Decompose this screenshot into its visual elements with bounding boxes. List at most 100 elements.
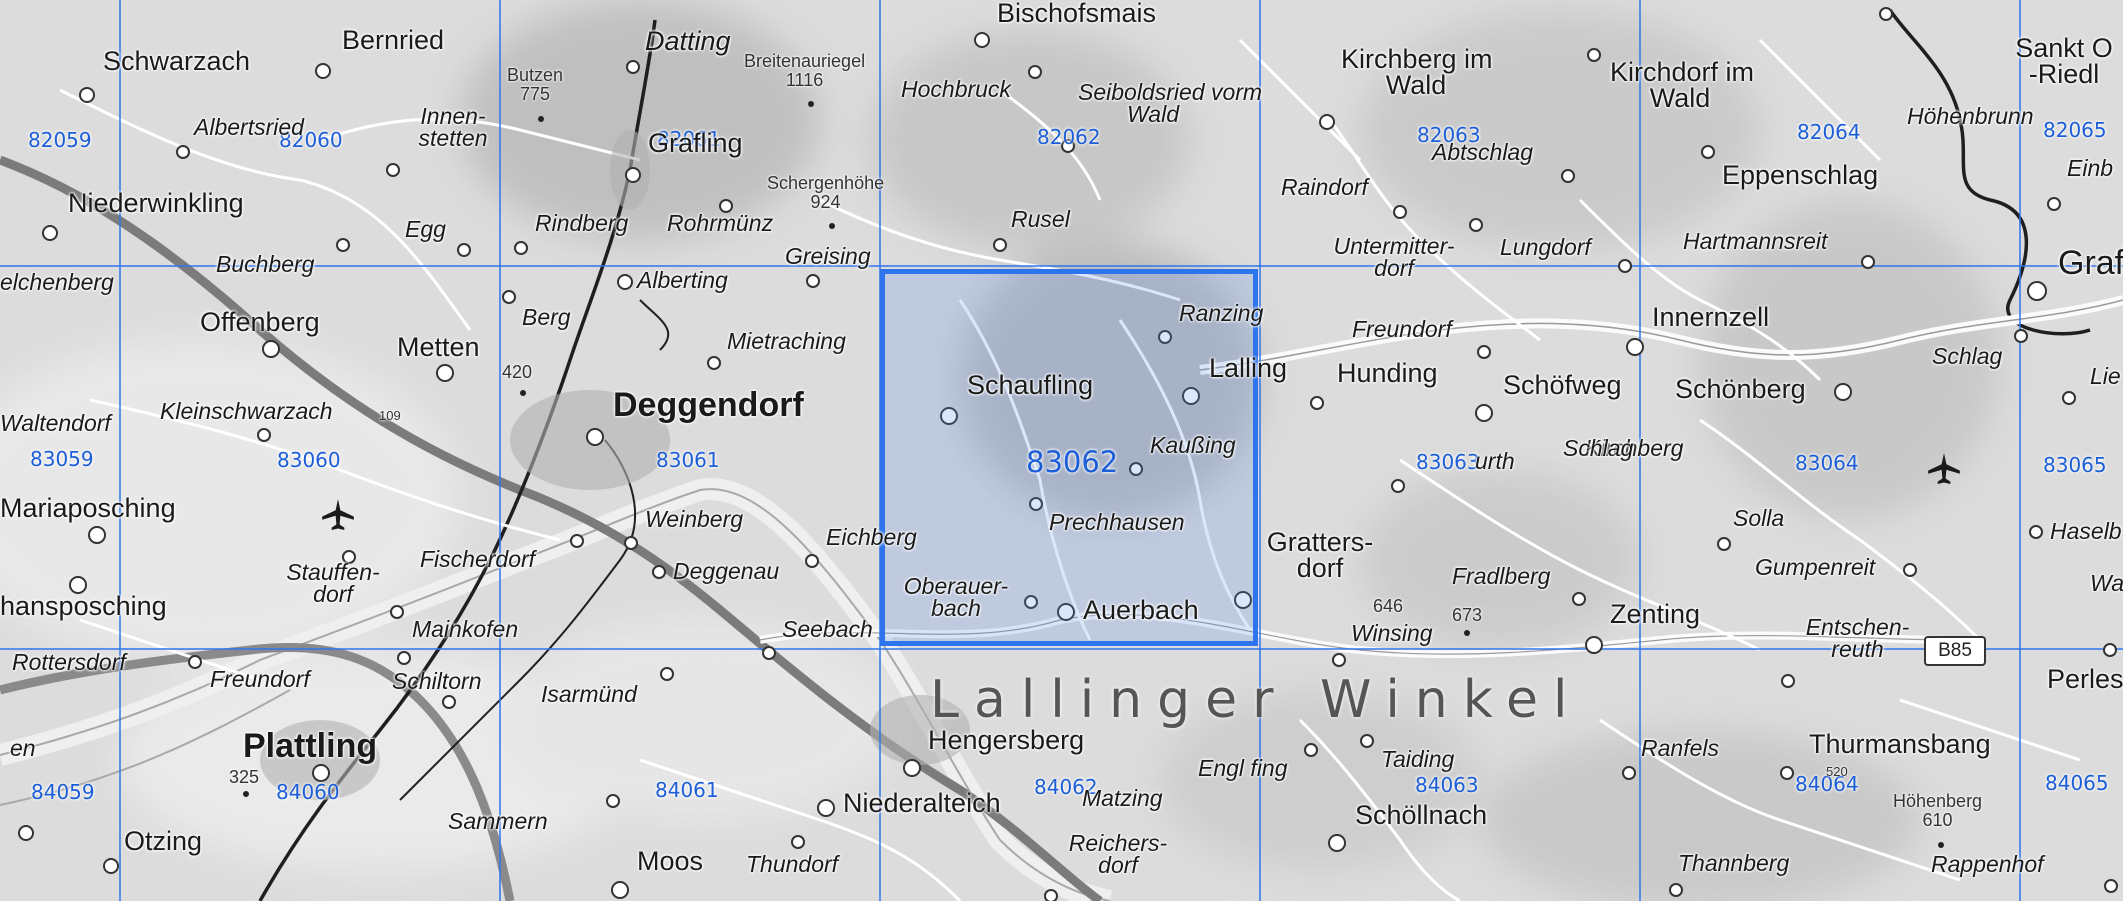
place-label: Freundorf [210,666,310,692]
grid-cell-label[interactable]: 83063 [1416,450,1480,474]
grid-cell-label[interactable]: 84063 [1415,773,1479,797]
place-label: en [10,735,36,761]
place-label: Ranzing [1179,300,1264,326]
place-label: Raindorf [1281,174,1368,200]
place-label: Lungdorf [1500,234,1591,260]
airfield-icon [1928,453,1960,485]
grid-cell-label[interactable]: 84064 [1795,772,1859,796]
place-label: Waltendorf [0,410,111,436]
grid-cell-label-selected[interactable]: 83062 [1026,445,1119,479]
place-label: hansposching [0,591,167,621]
region-label: Lallinger Winkel [930,670,1583,730]
grid-cell-label[interactable]: 82065 [2043,118,2107,142]
grid-cell-label[interactable]: 82060 [279,128,343,152]
place-label: Buchberg [216,251,315,277]
place-label: Innernzell [1652,302,1770,332]
grid-cell-label[interactable]: 82064 [1797,120,1861,144]
place-label: Kaußing [1150,432,1236,458]
place-label: Winsing [1351,620,1433,646]
place-label: Alberting [637,267,728,293]
place-label: Rohrmünz [667,210,774,236]
place-label: Gumpenreit [1755,554,1876,580]
grid-cell-label[interactable]: 83061 [656,448,720,472]
grid-cell-label[interactable]: 83059 [30,447,94,471]
place-label: Datting [645,26,731,56]
place-label: Graf [2058,244,2123,282]
grid-cell-label[interactable]: 83064 [1795,451,1859,475]
place-label: Freundorf [1352,316,1452,342]
peak-elevation: 420 [502,362,533,382]
place-label: Thurmansbang [1809,729,1991,759]
place-label: Weinberg [645,506,744,532]
grid-cell-label[interactable]: 83060 [277,448,341,472]
place-label: Seebach [782,616,873,642]
grid-cell-label[interactable]: 84062 [1034,775,1098,799]
peak-elevation: 646 [1373,596,1404,616]
place-label: Schaufling [967,370,1094,400]
place-label: Matzing [1082,785,1163,811]
place-label: Mariaposching [0,493,176,523]
place-label: Eppenschlag [1722,160,1879,190]
place-label: Metten [397,332,480,362]
place-label: Höhenbrunn [1907,103,2034,129]
place-label: Bernried [342,25,445,55]
place-label: Lalling [1209,353,1288,383]
peak-elevation: 109 [379,408,401,423]
place-label: Kirchberg [1585,435,1684,461]
place-label-town: Plattling [243,727,378,765]
peak-elevation: 325 [229,767,260,787]
grid-cell-label[interactable]: 82063 [1417,123,1481,147]
place-label: Abtschlag [1432,139,1534,165]
place-label: Offenberg [200,307,320,337]
place-label: Schlag [1932,343,2003,369]
place-label: Greising [785,243,871,269]
selected-grid-cell[interactable] [880,269,1258,646]
place-label: Entschen-reuth [1805,614,1910,662]
grid-cell-label[interactable]: 82061 [657,127,721,151]
place-label: Einb [2067,155,2114,181]
place-label: Isarmünd [541,681,637,707]
grid-cell-label[interactable]: 84059 [31,780,95,804]
place-label: Reichers-dorf [1068,830,1168,878]
place-label: Gratters-dorf [1266,527,1374,583]
grid-cell-label[interactable]: 82059 [28,128,92,152]
place-label: Sammern [448,808,548,834]
place-label: Schönberg [1675,374,1806,404]
grid-cell-label[interactable]: 82062 [1037,125,1101,149]
place-label: Untermitter-dorf [1333,233,1455,281]
grid-cell-label[interactable]: 84060 [276,780,340,804]
place-label: Eichberg [826,524,917,550]
place-label: Prechhausen [1049,509,1185,535]
place-label: Engl fing [1198,755,1288,781]
place-label: Stauffen-dorf [286,559,380,607]
place-label: Fischerdorf [420,546,536,572]
grid-cell-label[interactable]: 83065 [2043,453,2107,477]
place-label: Rusel [1011,206,1070,232]
airfield-icon [322,499,354,531]
place-label: Rappenhof [1931,851,2044,877]
peak-elevation: 673 [1452,605,1483,625]
grid-cell-label[interactable]: 84065 [2045,771,2109,795]
place-label: Auerbach [1083,595,1199,625]
place-label: Haselb [2050,518,2122,544]
place-label: Niederalteich [843,788,1001,818]
place-label: Schöfweg [1503,370,1622,400]
place-label: Hochbruck [901,76,1011,102]
place-label: Kleinschwarzach [160,398,333,424]
place-label: Taiding [1381,746,1455,772]
place-label: Perles [2047,664,2123,694]
place-label: urth [1475,448,1515,474]
place-label: Albertsried [194,114,304,140]
place-label: Lie [2090,363,2121,389]
grid-cell-label[interactable]: 84061 [655,778,719,802]
place-label: Innen-stetten [418,103,488,151]
place-label: Hartmannsreit [1683,228,1828,254]
place-label: Wam [2090,570,2123,596]
place-label: Hunding [1337,358,1438,388]
